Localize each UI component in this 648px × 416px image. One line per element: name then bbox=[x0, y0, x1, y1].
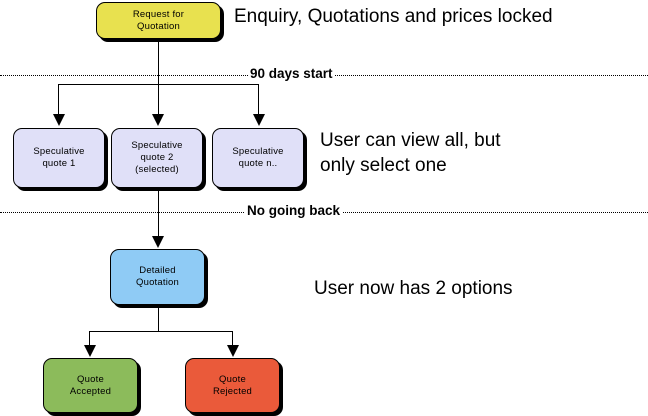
node-label-quote-accepted: Quote Accepted bbox=[69, 373, 112, 397]
node-label-quote-rejected: Quote Rejected bbox=[212, 373, 253, 397]
edge-rfq-to-quoten bbox=[258, 84, 260, 116]
phase-label-no-going-back: No going back bbox=[245, 203, 343, 218]
node-label-speculative-quote-n: Speculative quote n.. bbox=[232, 146, 284, 169]
node-speculative-quote-1[interactable]: Speculative quote 1 bbox=[13, 128, 105, 188]
arrowhead-quote2 bbox=[152, 114, 164, 126]
annotation-two-options-note: User now has 2 options bbox=[314, 278, 513, 299]
node-speculative-quote-n[interactable]: Speculative quote n.. bbox=[212, 128, 304, 188]
edge-detailed-bus bbox=[89, 331, 233, 333]
edge-rfq-to-quote2 bbox=[157, 84, 159, 116]
edge-detailed-to-rejected bbox=[232, 331, 234, 347]
node-label-speculative-quote-1: Speculative quote 1 bbox=[33, 146, 85, 169]
arrowhead-quote1 bbox=[52, 114, 65, 126]
annotation-enquiry-note: Enquiry, Quotations and prices locked bbox=[234, 6, 553, 27]
edge-rfq-to-quote1 bbox=[58, 84, 60, 116]
phase-label-90-days: 90 days start bbox=[248, 66, 335, 81]
edge-rfq-stem bbox=[157, 39, 159, 85]
edge-quote2-to-detailed bbox=[157, 188, 159, 238]
arrowhead-quote-rejected bbox=[226, 345, 239, 357]
arrowhead-detailed-quotation bbox=[152, 236, 164, 248]
node-label-detailed-quotation: Detailed Quotation bbox=[136, 265, 179, 288]
node-label-speculative-quote-2: Speculative quote 2 (selected) bbox=[131, 140, 183, 175]
arrowhead-quote-accepted bbox=[83, 345, 96, 357]
node-detailed-quotation[interactable]: Detailed Quotation bbox=[110, 249, 205, 305]
edge-detailed-stem bbox=[157, 305, 159, 332]
node-request-for-quotation[interactable]: Request for Quotation bbox=[96, 2, 221, 39]
node-speculative-quote-2[interactable]: Speculative quote 2 (selected) bbox=[111, 128, 203, 188]
arrowhead-quoten bbox=[252, 114, 265, 126]
node-quote-accepted[interactable]: Quote Accepted bbox=[43, 358, 138, 413]
edge-detailed-to-accepted bbox=[89, 331, 91, 347]
node-label-request-for-quotation: Request for Quotation bbox=[132, 8, 185, 32]
node-quote-rejected[interactable]: Quote Rejected bbox=[185, 358, 280, 413]
annotation-view-select-note: User can view all, but only select one bbox=[320, 130, 501, 177]
